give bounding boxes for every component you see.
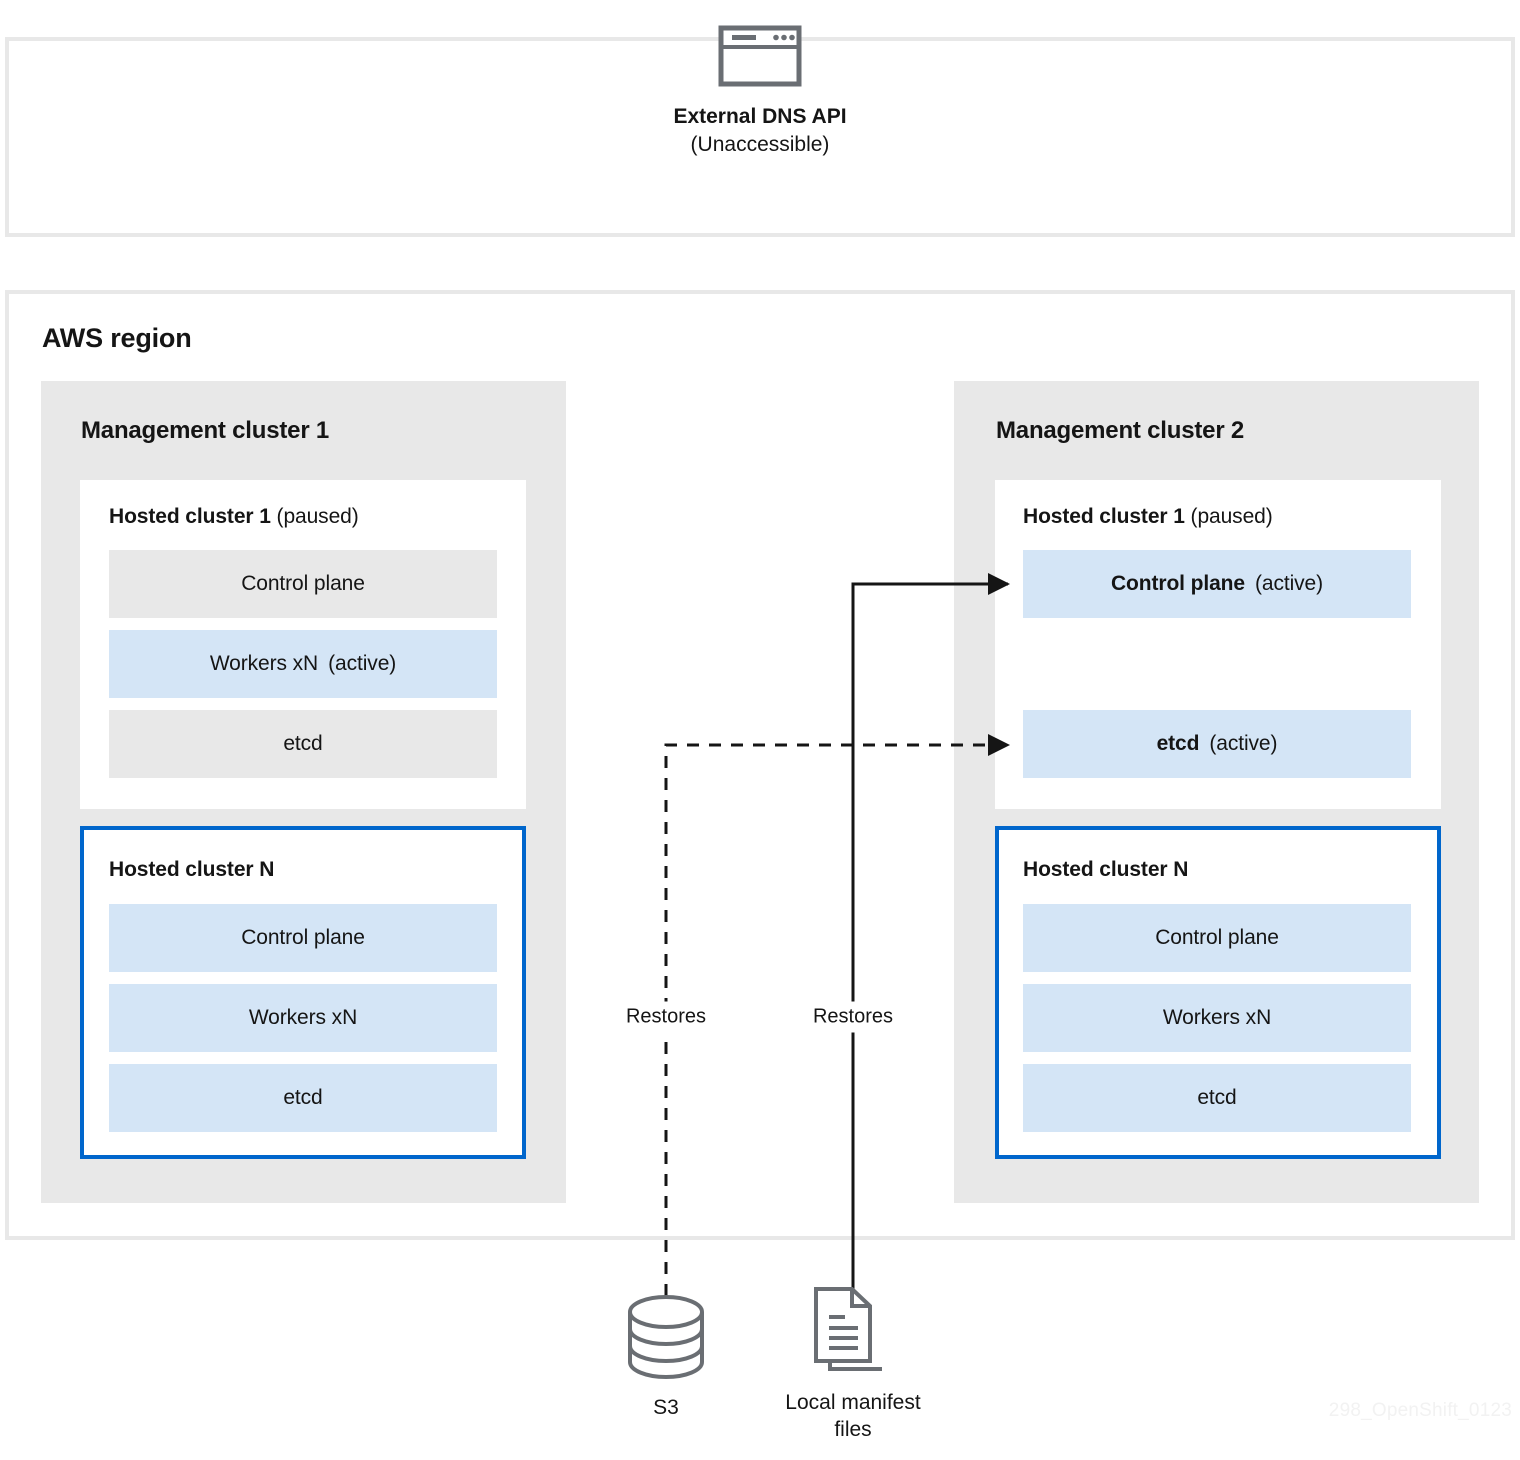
component-row-control-plane: Control plane: [109, 550, 497, 618]
component-status: (active): [328, 652, 397, 675]
hosted-cluster-1-title-right: Hosted cluster 1 (paused): [1023, 505, 1273, 529]
component-name: etcd: [283, 732, 323, 755]
document-stack-icon: [738, 1285, 968, 1377]
hosted-cluster-n-title-left: Hosted cluster N: [109, 858, 275, 881]
hosted-cluster-status: (paused): [276, 505, 359, 528]
component-row-etcd: etcd: [109, 1064, 497, 1132]
component-name: etcd: [1156, 732, 1200, 755]
component-name: Control plane: [1110, 572, 1245, 595]
component-name: Workers xN: [248, 1006, 358, 1029]
local-manifest-files-label: Local manifest files: [738, 1389, 968, 1444]
component-name: Workers xN: [1162, 1006, 1272, 1029]
connector-label-restores-manifest: Restores: [805, 1001, 901, 1033]
external-dns-sub-label: (Unaccessible): [690, 132, 830, 156]
component-name: Workers xN: [209, 652, 319, 675]
component-name: etcd: [283, 1086, 323, 1109]
s3-label: S3: [653, 1396, 679, 1419]
component-status: (active): [1254, 572, 1324, 595]
hosted-cluster-title-text: Hosted cluster 1: [1023, 505, 1185, 528]
component-name: Control plane: [241, 926, 365, 949]
hosted-cluster-title-text: Hosted cluster 1: [109, 505, 271, 528]
s3-node: S3: [551, 1290, 781, 1421]
manifest-label-line-1: Local manifest: [785, 1391, 921, 1414]
management-cluster-1-title: Management cluster 1: [81, 417, 330, 444]
component-row-workers: Workers xN: [1023, 984, 1411, 1052]
hosted-cluster-1-title-left: Hosted cluster 1 (paused): [109, 505, 359, 529]
component-row-etcd-active: etcd (active): [1023, 710, 1411, 778]
database-cylinder-icon: [551, 1290, 781, 1382]
external-dns-label: External DNS API: [673, 105, 847, 128]
aws-region-title: AWS region: [42, 323, 192, 353]
component-name: etcd: [1197, 1086, 1237, 1109]
connector-label-restores-s3: Restores: [618, 1001, 714, 1033]
external-dns-node: External DNS API (Unaccessible): [600, 25, 920, 158]
component-name: Control plane: [1155, 926, 1279, 949]
manifest-label-line-2: files: [834, 1418, 872, 1442]
component-row-etcd: etcd: [109, 710, 497, 778]
component-status: (active): [1209, 732, 1278, 755]
watermark: 298_OpenShift_0123: [1328, 1400, 1512, 1421]
browser-window-icon: [600, 25, 920, 87]
hosted-cluster-status: (paused): [1190, 505, 1273, 528]
component-name: Control plane: [241, 572, 365, 595]
component-row-control-plane: Control plane: [1023, 904, 1411, 972]
component-row-workers: Workers xN: [109, 984, 497, 1052]
local-manifest-files-node: Local manifest files: [738, 1285, 968, 1444]
component-row-control-plane-active: Control plane (active): [1023, 550, 1411, 618]
hosted-cluster-n-title-right: Hosted cluster N: [1023, 858, 1189, 881]
component-row-etcd: etcd: [1023, 1064, 1411, 1132]
management-cluster-2-title: Management cluster 2: [996, 417, 1245, 444]
component-row-workers: Workers xN (active): [109, 630, 497, 698]
component-row-control-plane: Control plane: [109, 904, 497, 972]
